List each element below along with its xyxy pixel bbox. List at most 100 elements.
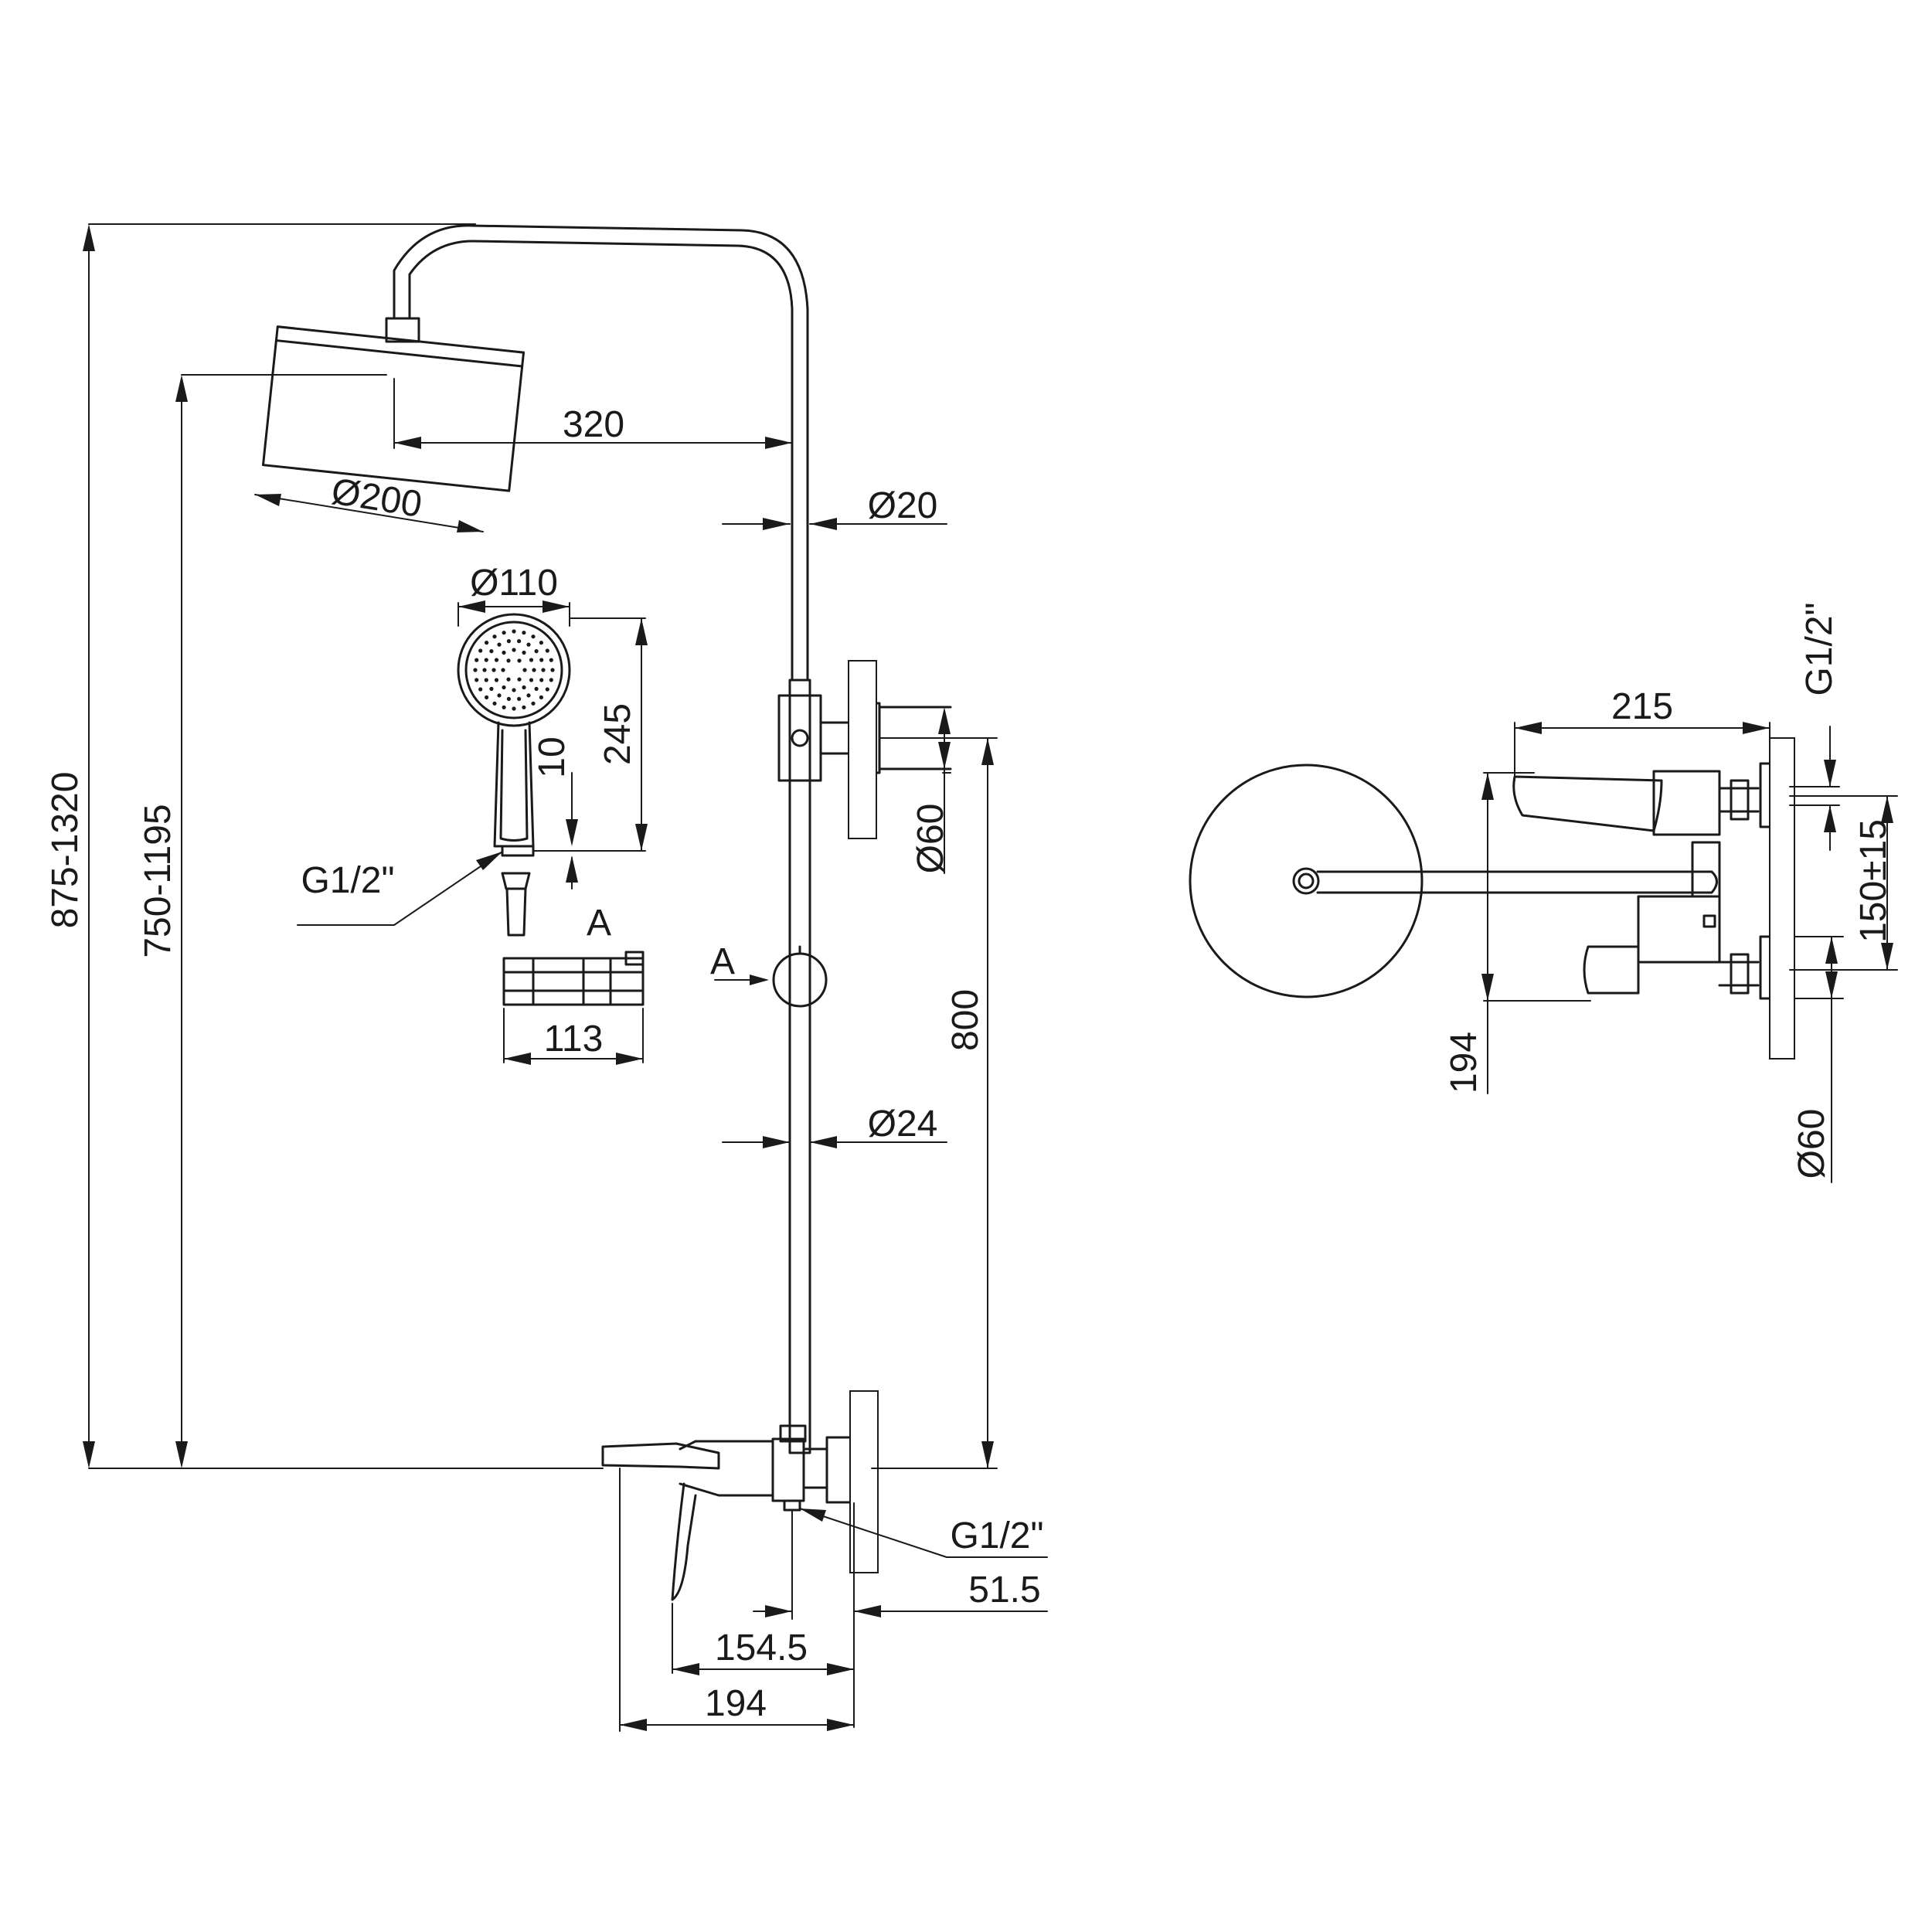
hand-shower-holder — [502, 951, 645, 1006]
nozzle-dot — [522, 650, 526, 655]
nozzle-dot — [501, 668, 505, 672]
top-wall — [1769, 737, 1795, 1060]
nozzle-dot — [494, 658, 499, 662]
label-outlet-thread: G1/2" — [950, 1515, 1043, 1556]
nozzle-dot — [549, 678, 553, 682]
nozzle-dot — [541, 668, 546, 672]
nozzle-dot — [517, 639, 522, 644]
nozzle-dot — [539, 658, 544, 662]
label-top-thread: G1/2" — [1799, 602, 1840, 696]
nozzle-dot — [512, 648, 516, 652]
label-top-depth: 194 — [1444, 1032, 1485, 1094]
nozzle-dot — [539, 695, 544, 700]
label-spout-reach: 154.5 — [715, 1628, 808, 1668]
label-height-head: 750-1195 — [138, 804, 179, 957]
label-hand-shower-length: 245 — [597, 703, 638, 765]
nozzle-dot — [534, 649, 539, 654]
nozzle-dot — [522, 685, 526, 690]
nozzle-dot — [529, 678, 534, 682]
nozzle-dot — [485, 695, 489, 700]
nozzle-dot — [494, 678, 499, 682]
slide-holder — [772, 952, 828, 1008]
nozzle-dot — [492, 701, 497, 706]
nozzle-dot — [474, 678, 479, 682]
nozzle-dot — [517, 658, 522, 663]
nozzle-dot — [506, 696, 512, 702]
arm-top — [1316, 870, 1718, 894]
nozzle-dot — [478, 687, 483, 692]
label-section-mark-holder: A — [587, 903, 611, 944]
nozzle-dot — [489, 686, 494, 692]
mixer-top — [1512, 770, 1760, 995]
label-centers: 150±15 — [1853, 819, 1894, 943]
nozzle-dot — [506, 639, 512, 644]
nozzle-dot — [502, 685, 506, 690]
label-holder-width: 113 — [544, 1019, 604, 1060]
nozzle-dot — [506, 658, 511, 663]
nozzle-dot — [512, 688, 516, 692]
nozzle-dot — [485, 641, 489, 645]
nozzle-dot — [534, 686, 539, 692]
nozzle-dot — [502, 631, 506, 635]
nozzle-dot — [484, 658, 488, 662]
label-flange-diameter: Ø60 — [910, 804, 951, 874]
upper-wall-flange — [848, 660, 877, 839]
shower-arm — [393, 224, 809, 682]
nozzle-dot — [522, 668, 527, 672]
nozzle-dot — [482, 668, 487, 672]
hand-shower-nozzles — [473, 629, 555, 711]
nozzle-dot — [478, 648, 483, 653]
label-hose-offset: 10 — [532, 736, 573, 777]
nozzle-dot — [492, 668, 496, 672]
label-hand-thread: G1/2" — [301, 860, 394, 901]
label-section-mark-bar: A — [710, 941, 735, 982]
nozzle-dot — [539, 678, 544, 682]
nozzle-dot — [545, 687, 549, 692]
label-rail-diameter: Ø20 — [868, 485, 938, 526]
dimension-labels: 875-1320 750-1195 320 Ø200 Ø20 Ø110 245 … — [45, 404, 1894, 1724]
nozzle-dot — [522, 705, 526, 709]
label-hand-shower-diameter: Ø110 — [470, 563, 558, 604]
nozzle-dot — [497, 642, 502, 647]
top-view — [1189, 722, 1898, 1183]
nozzle-dot — [550, 668, 555, 672]
nozzle-dot — [517, 677, 522, 682]
arm-nut — [385, 317, 420, 343]
nozzle-dot — [502, 650, 506, 655]
nozzle-dot — [502, 705, 506, 709]
hand-shower — [457, 613, 571, 937]
label-height-total: 875-1320 — [45, 772, 86, 929]
nozzle-dot — [492, 634, 497, 639]
shower-arm-inner — [408, 240, 794, 682]
rain-head-top — [1189, 764, 1423, 998]
label-arm-length: 320 — [563, 404, 624, 445]
mixer-body — [601, 1424, 873, 1601]
nozzle-dot — [531, 701, 536, 706]
nozzle-dot — [484, 678, 488, 682]
nozzle-dot — [512, 629, 516, 634]
nozzle-dot — [549, 658, 553, 662]
nozzle-dot — [526, 642, 531, 647]
nozzle-dot — [532, 668, 536, 672]
label-top-flange: Ø60 — [1791, 1109, 1832, 1179]
label-bar-diameter: Ø24 — [868, 1104, 938, 1145]
label-head-diameter: Ø200 — [328, 471, 424, 526]
nozzle-dot — [517, 696, 522, 702]
label-rail-height: 800 — [945, 989, 986, 1051]
nozzle-dot — [474, 658, 479, 662]
nozzle-dot — [489, 649, 494, 654]
nozzle-dot — [473, 668, 478, 672]
nozzle-dot — [522, 631, 526, 635]
front-view — [83, 223, 1048, 1732]
nozzle-dot — [531, 634, 536, 639]
nozzle-dot — [526, 693, 531, 698]
label-outlet-offset: 51.5 — [968, 1570, 1040, 1611]
nozzle-dot — [545, 648, 549, 653]
nozzle-dot — [539, 641, 544, 645]
nozzle-dot — [497, 693, 502, 698]
nozzle-dot — [506, 677, 511, 682]
nozzle-dot — [512, 706, 516, 711]
rain-head — [261, 325, 526, 492]
slide-bar — [788, 679, 811, 1454]
